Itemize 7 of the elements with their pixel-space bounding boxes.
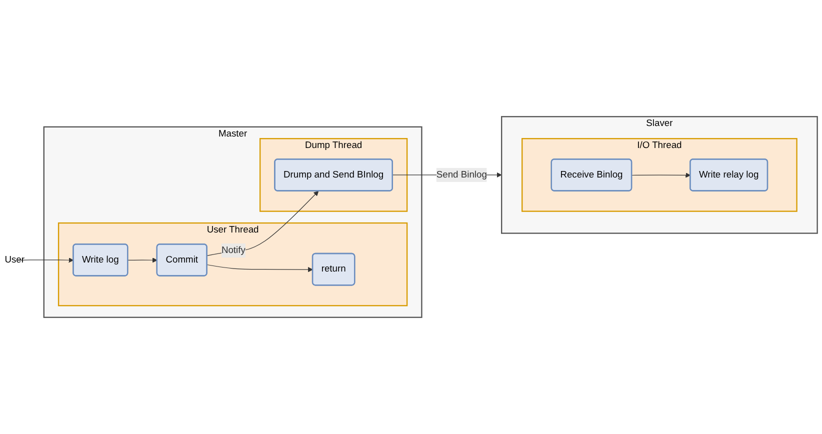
edge-label: Notify [221, 245, 246, 256]
node-text: User [4, 254, 24, 265]
edge-label: Send Binlog [436, 170, 487, 180]
arrow [128, 258, 158, 263]
arrow [206, 264, 314, 272]
arrow [206, 190, 319, 256]
arrow [632, 172, 691, 178]
